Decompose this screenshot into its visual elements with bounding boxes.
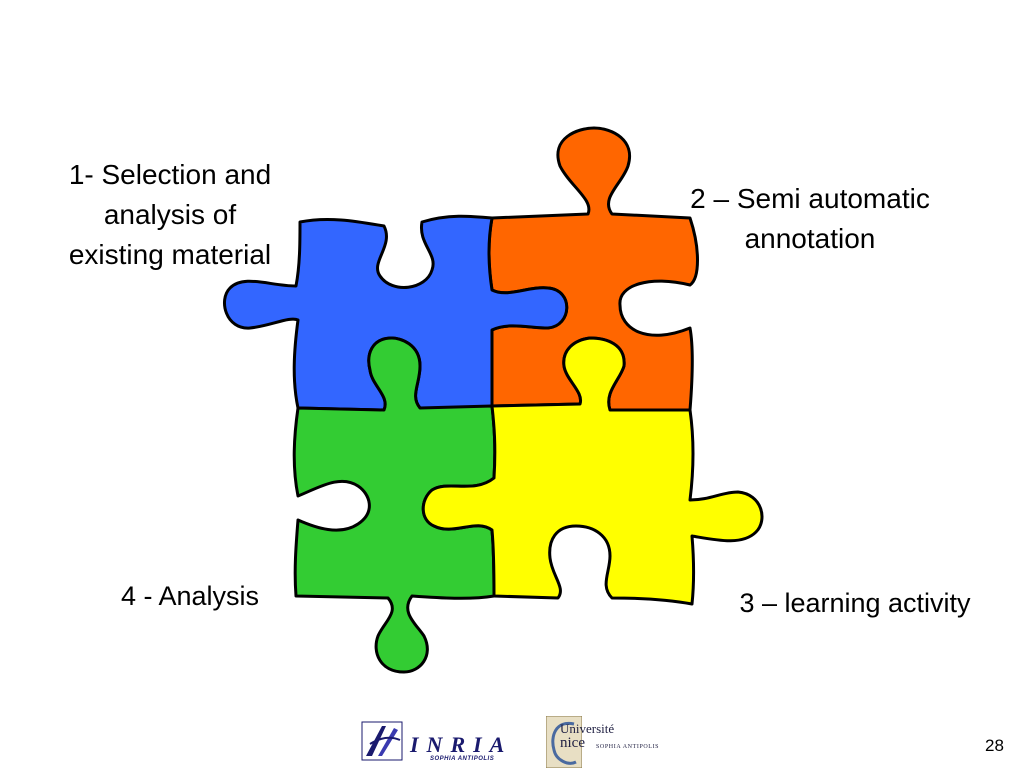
unice-logo-icon xyxy=(546,716,582,768)
puzzle-piece-green xyxy=(292,336,497,674)
label-analysis: 4 - Analysis xyxy=(90,576,290,616)
unice-logo-line2: nice xyxy=(560,735,585,751)
page-number: 28 xyxy=(985,736,1004,755)
inria-logo-text: INRIA xyxy=(410,732,513,757)
label-selection-analysis: 1- Selection and analysis of existing ma… xyxy=(40,155,300,275)
footer-logos: INRIA SOPHIA ANTIPOLIS Université nice S… xyxy=(360,712,680,768)
label-learning-activity: 3 – learning activity xyxy=(700,583,1010,623)
label-semi-automatic-annotation: 2 – Semi automatic annotation xyxy=(655,179,965,259)
inria-logo-icon xyxy=(361,721,403,761)
label-line: 1- Selection and xyxy=(68,159,272,190)
label-line: 2 – Semi automatic xyxy=(690,183,930,214)
unice-logo-subtitle: SOPHIA ANTIPOLIS xyxy=(596,744,660,750)
label-line: 4 - Analysis xyxy=(120,581,260,611)
label-line: analysis of xyxy=(103,199,237,230)
inria-logo-subtitle: SOPHIA ANTIPOLIS xyxy=(430,756,495,762)
puzzle-piece-yellow xyxy=(421,336,764,606)
label-line: annotation xyxy=(744,223,876,254)
unice-logo-line1: Université xyxy=(560,721,615,736)
label-line: 3 – learning activity xyxy=(739,588,971,618)
label-line: existing material xyxy=(68,239,272,270)
